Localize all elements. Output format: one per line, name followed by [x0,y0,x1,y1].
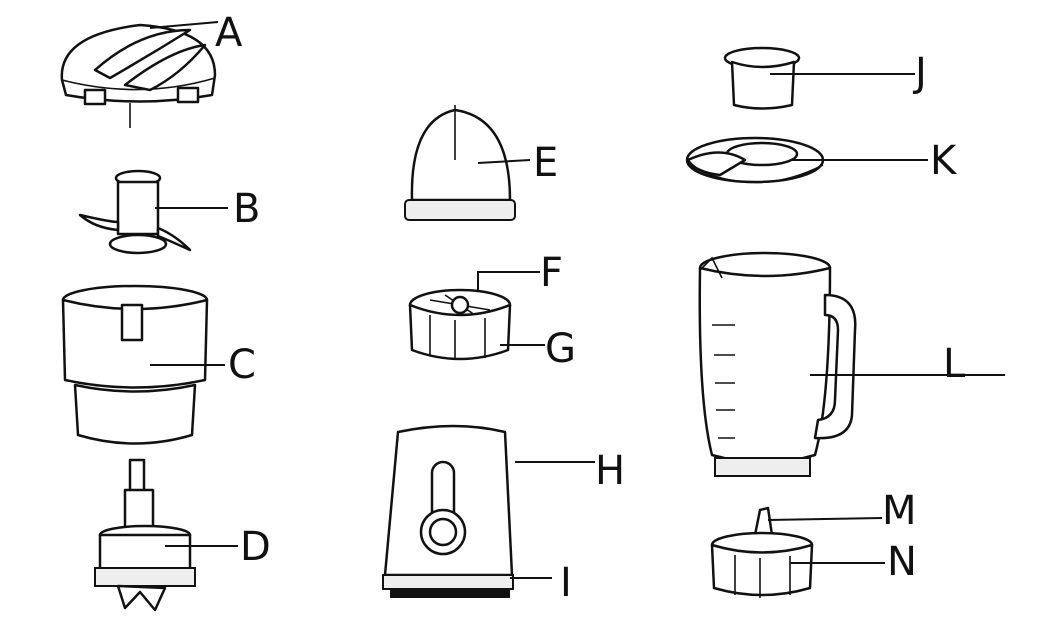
label-d: D [240,524,271,570]
label-m: M [882,488,917,534]
part-mn-jug-blade [710,506,814,598]
part-k-jug-lid [685,136,825,184]
part-j-measuring-cap [723,46,801,110]
label-b: B [233,186,260,232]
label-c: C [228,342,256,388]
label-i: I [560,560,572,606]
label-j: J [912,50,927,96]
part-a-chopper-lid [60,23,217,128]
label-h: H [595,448,625,494]
label-n: N [887,539,917,585]
part-labels: A B C D E F G H I J K L M N [215,10,966,606]
label-f: F [540,250,563,296]
part-d-chopper-drive [94,458,196,612]
label-k: K [930,138,958,184]
label-g: G [545,326,576,372]
label-l: L [943,341,966,387]
part-e-grinder-cup [404,105,516,221]
part-b-chopper-blade [78,169,192,255]
label-a: A [215,10,243,56]
part-fg-grinder-blade [408,288,512,361]
leader-lines [149,21,1005,579]
label-e: E [533,140,558,186]
part-l-blender-jug [698,251,857,477]
part-hi-motor-base [382,424,514,598]
